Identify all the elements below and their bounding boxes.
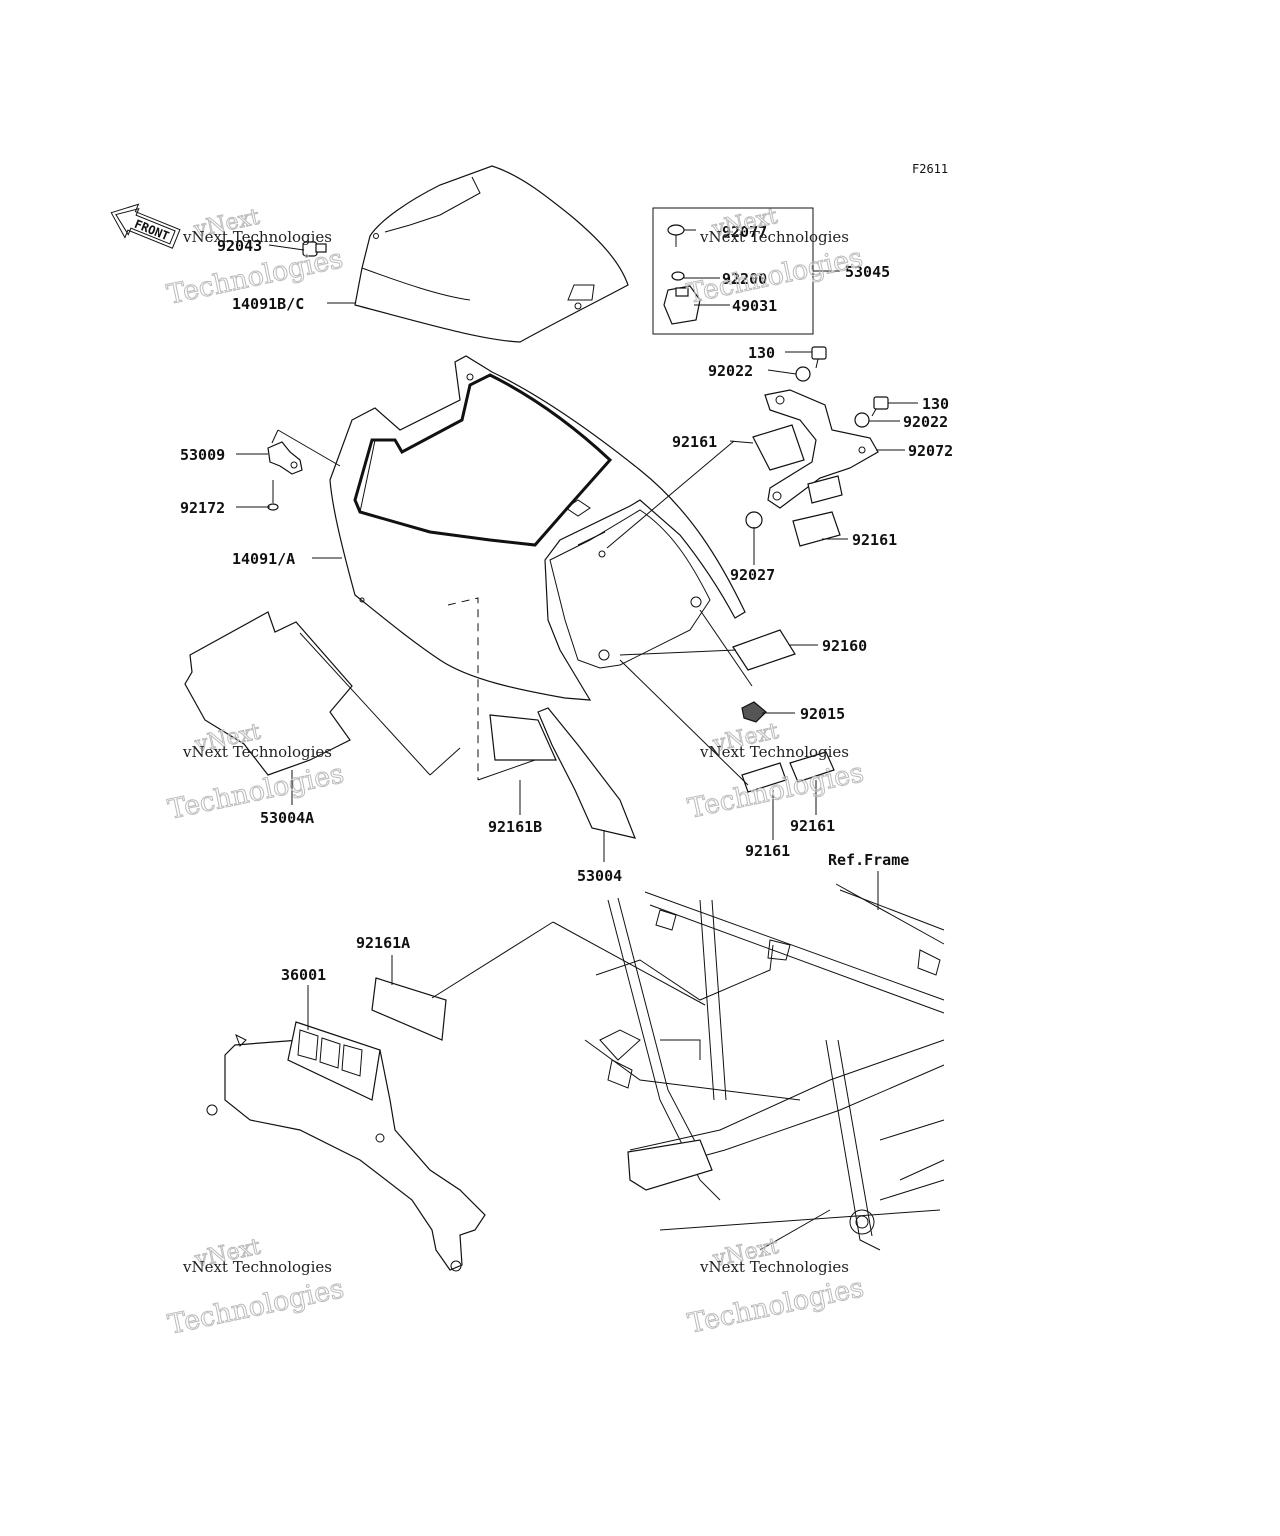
callout-92172: 92172 — [180, 499, 225, 517]
watermark-mid-right-text: vNext Technologies — [699, 743, 849, 761]
callout-92161b: 92161B — [488, 818, 542, 836]
callout-130-right: 130 — [922, 395, 949, 413]
watermark-top-right-text: vNext Technologies — [699, 228, 849, 246]
side-cover-36001-part — [206, 1021, 486, 1272]
washer-92022-right-icon — [854, 412, 870, 428]
sticker-92161b — [489, 714, 557, 761]
bolt-130-right-icon — [871, 396, 889, 417]
callout-92022-right: 92022 — [903, 413, 948, 431]
callout-92022-upper: 92022 — [708, 362, 753, 380]
line-92161b — [477, 759, 536, 781]
label-92160 — [732, 629, 796, 671]
callout-53004: 53004 — [577, 867, 622, 885]
watermark-bottom-left: vNext Technologies — [165, 1234, 347, 1341]
main-cowl-part — [329, 355, 746, 780]
callout-92160: 92160 — [822, 637, 867, 655]
watermark-top-right: vNext Technologies — [684, 204, 866, 311]
callout-ref-frame: Ref.Frame — [828, 851, 909, 869]
label-92161-bottom-left — [741, 762, 787, 793]
label-92161a — [371, 977, 447, 1041]
callout-14091a: 14091/A — [232, 550, 295, 568]
callout-53045: 53045 — [845, 263, 890, 281]
bracket-53009 — [267, 429, 341, 475]
svg-text:Technologies: Technologies — [685, 1272, 866, 1339]
figure-code: F2611 — [912, 162, 948, 176]
watermark-top-left-text: vNext Technologies — [182, 228, 332, 246]
bracket-92072 — [764, 389, 879, 509]
washer-92027-icon — [745, 511, 763, 529]
callout-49031: 49031 — [732, 297, 777, 315]
screw-92172-icon — [267, 480, 279, 511]
frame-reference — [584, 883, 945, 1251]
watermark-bottom-right: vNext Technologies — [685, 1233, 867, 1340]
callout-92015: 92015 — [800, 705, 845, 723]
callout-53004a: 53004A — [260, 809, 314, 827]
callout-36001: 36001 — [281, 966, 326, 984]
svg-text:Technologies: Technologies — [165, 758, 346, 825]
label-92161-upper — [752, 424, 805, 471]
watermark-bottom-right-text: vNext Technologies — [699, 1258, 849, 1276]
callout-92161-bottom-left: 92161 — [745, 842, 790, 860]
callout-130-upper: 130 — [748, 344, 775, 362]
label-92161-bottom-right — [789, 751, 835, 783]
screw-92043-icon — [302, 241, 327, 257]
callout-53009: 53009 — [180, 446, 225, 464]
leader-lines — [236, 229, 918, 1030]
shelter-53004a-part — [184, 611, 461, 776]
washer-92022-upper-icon — [795, 366, 811, 382]
callout-92200: 92200 — [722, 270, 767, 288]
svg-text:Technologies: Technologies — [165, 1273, 346, 1340]
callout-14091bc: 14091B/C — [232, 295, 304, 313]
callout-92043: 92043 — [217, 237, 262, 255]
callout-92077: 92077 — [722, 223, 767, 241]
callout-92161a: 92161A — [356, 934, 410, 952]
label-92161-bracket — [807, 475, 843, 504]
watermark-bottom-left-text: vNext Technologies — [182, 1258, 332, 1276]
label-92161-right — [792, 511, 841, 547]
front-arrow-icon: FRONT — [110, 203, 181, 249]
watermark-mid-left-text: vNext Technologies — [182, 743, 332, 761]
clip-92015-icon — [741, 701, 767, 723]
callout-92027: 92027 — [730, 566, 775, 584]
strip-53004 — [537, 707, 636, 839]
upper-cowl-part — [354, 165, 629, 343]
callout-92161-right: 92161 — [852, 531, 897, 549]
callout-92072: 92072 — [908, 442, 953, 460]
callout-92161-bottom-right: 92161 — [790, 817, 835, 835]
bolt-130-upper-icon — [811, 346, 827, 369]
callout-92161-upper: 92161 — [672, 433, 717, 451]
